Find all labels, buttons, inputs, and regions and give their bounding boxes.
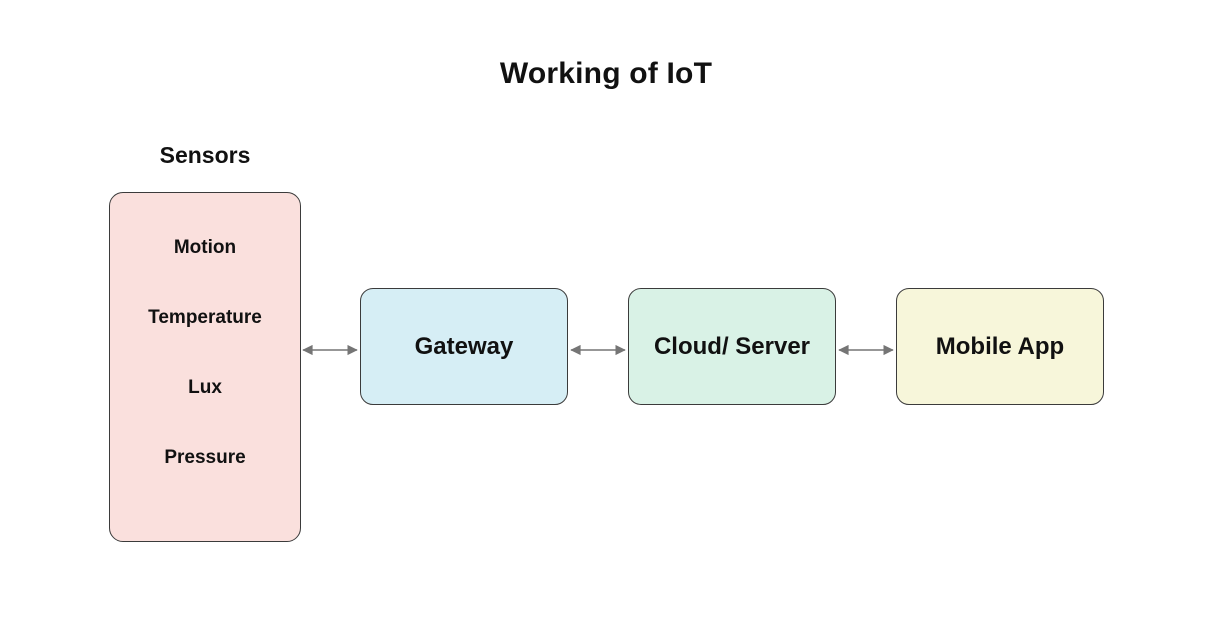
sensors-group-caption: Sensors bbox=[159, 142, 251, 168]
double-arrow-icon bbox=[838, 344, 894, 356]
sensor-list: Motion Temperature Lux Pressure bbox=[110, 193, 300, 541]
page-title: Working of IoT bbox=[499, 57, 713, 90]
node-mobile-app-label: Mobile App bbox=[935, 332, 1065, 360]
node-cloud-server-label: Cloud/ Server bbox=[653, 332, 811, 360]
connector-sensors-gateway bbox=[295, 330, 365, 370]
connector-cloud-mobile bbox=[831, 330, 901, 370]
node-gateway-label: Gateway bbox=[414, 332, 514, 360]
node-mobile-app[interactable]: Mobile App bbox=[896, 288, 1104, 405]
double-arrow-icon bbox=[570, 344, 626, 356]
sensor-item-temperature[interactable]: Temperature bbox=[148, 307, 262, 328]
connector-gateway-cloud bbox=[563, 330, 633, 370]
node-cloud-server[interactable]: Cloud/ Server bbox=[628, 288, 836, 405]
sensor-item-motion[interactable]: Motion bbox=[173, 237, 237, 258]
node-gateway[interactable]: Gateway bbox=[360, 288, 568, 405]
double-arrow-icon bbox=[302, 344, 358, 356]
sensor-item-lux[interactable]: Lux bbox=[188, 377, 222, 398]
sensor-item-pressure[interactable]: Pressure bbox=[164, 447, 246, 468]
node-sensors[interactable]: Motion Temperature Lux Pressure bbox=[109, 192, 301, 542]
